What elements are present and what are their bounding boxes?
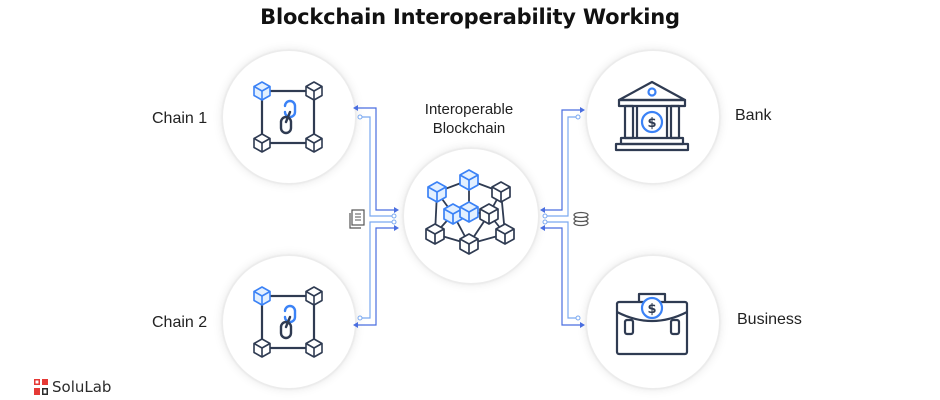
chain-link-icon (253, 81, 323, 153)
chain-2-label: Chain 2 (152, 314, 208, 331)
svg-text:$: $ (647, 302, 656, 317)
chain-link-icon (253, 286, 323, 358)
solulab-logo-icon (34, 379, 48, 395)
center-label-line1: Interoperable (424, 101, 514, 118)
svg-text:$: $ (647, 116, 656, 131)
interoperable-blockchain-label: Interoperable Blockchain (394, 100, 544, 138)
business-label: Business (737, 311, 802, 328)
block-network-icon (425, 169, 515, 255)
connector-business-inner (545, 221, 580, 319)
briefcase-dollar-icon: $ (615, 292, 689, 356)
chain-1-label: Chain 1 (152, 110, 208, 127)
connector-bank-outer (545, 109, 580, 211)
center-label-line2: Blockchain (432, 120, 506, 137)
coins-icon (573, 211, 589, 227)
solulab-logo: SoluLab (34, 378, 111, 396)
document-icon (349, 209, 365, 229)
connector-chain2-inner (358, 221, 394, 319)
connector-chain1-outer (358, 107, 394, 211)
connector-bank-inner (545, 116, 580, 217)
connector-chain2-outer (358, 227, 394, 326)
page-title: Blockchain Interoperability Working (260, 5, 680, 29)
connector-business-outer (545, 227, 580, 326)
connector-chain1-inner (358, 116, 394, 217)
business-node (586, 255, 720, 389)
bank-label: Bank (735, 107, 772, 124)
solulab-logo-text: SoluLab (52, 378, 112, 396)
bank-icon: $ (614, 80, 690, 152)
